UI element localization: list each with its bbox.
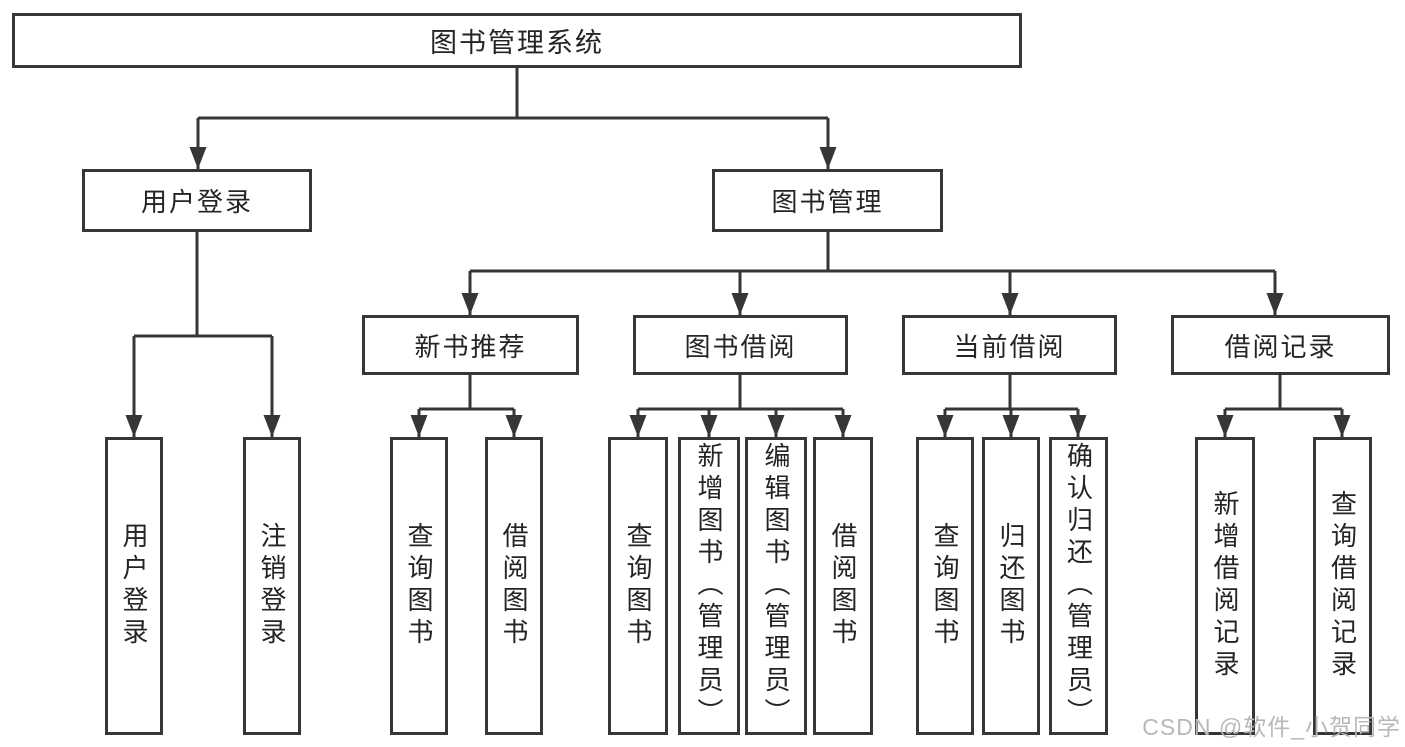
leaf-borrow-books: 借阅图书 [813, 437, 873, 735]
node-library-system: 图书管理系统 [12, 13, 1022, 68]
leaf-label: 确认归还（管理员） [1063, 442, 1094, 730]
node-current-borrow: 当前借阅 [902, 315, 1117, 375]
edge-current-trunk [945, 375, 1078, 411]
edge-record-trunk [1225, 375, 1342, 411]
leaf-label: 查询借阅记录 [1327, 490, 1358, 682]
csdn-watermark: CSDN @软件_小贺同学 [1142, 714, 1401, 740]
leaf-label: 新增图书（管理员） [694, 442, 724, 730]
leaf-label: 查询图书 [404, 522, 434, 650]
leaf-label: 编辑图书（管理员） [761, 442, 791, 730]
leaf-label: 查询图书 [930, 522, 960, 650]
edge-user-login-trunk [134, 232, 272, 338]
edge-book-management-trunk [470, 232, 1275, 273]
leaf-query-borrow-record: 查询借阅记录 [1313, 437, 1372, 735]
node-label: 新书推荐 [414, 331, 527, 362]
node-label: 图书借阅 [684, 331, 797, 362]
leaf-query-books-recommend: 查询图书 [390, 437, 448, 735]
leaf-label: 借阅图书 [499, 522, 529, 650]
node-label: 图书管理系统 [430, 28, 604, 58]
leaf-borrow-books-recommend: 借阅图书 [485, 437, 543, 735]
node-book-management: 图书管理 [712, 169, 943, 232]
leaf-confirm-return-admin: 确认归还（管理员） [1049, 437, 1108, 735]
node-label: 借阅记录 [1224, 331, 1337, 362]
leaf-query-books-borrow: 查询图书 [608, 437, 668, 735]
leaf-edit-books-admin: 编辑图书（管理员） [745, 437, 807, 735]
node-label: 图书管理 [771, 187, 884, 217]
leaf-return-books: 归还图书 [982, 437, 1040, 735]
leaf-add-books-admin: 新增图书（管理员） [678, 437, 740, 735]
leaf-label: 注销登录 [257, 522, 287, 650]
leaf-label: 新增借阅记录 [1210, 490, 1240, 682]
edge-root-trunk [198, 68, 828, 120]
leaf-label: 查询图书 [623, 522, 653, 650]
node-label: 当前借阅 [953, 331, 1066, 362]
node-book-borrow: 图书借阅 [633, 315, 848, 375]
node-user-login: 用户登录 [82, 169, 312, 232]
leaf-query-books-current: 查询图书 [916, 437, 974, 735]
leaf-label: 归还图书 [996, 522, 1026, 650]
leaf-user-login: 用户登录 [105, 437, 163, 735]
node-borrow-record: 借阅记录 [1171, 315, 1390, 375]
edge-borrow-trunk [638, 375, 843, 411]
node-new-book-recommend: 新书推荐 [362, 315, 579, 375]
leaf-logout: 注销登录 [243, 437, 301, 735]
leaf-add-borrow-record: 新增借阅记录 [1195, 437, 1255, 735]
leaf-label: 借阅图书 [828, 522, 858, 650]
node-label: 用户登录 [140, 187, 253, 217]
leaf-label: 用户登录 [119, 522, 149, 650]
edge-recommend-trunk [419, 375, 514, 411]
